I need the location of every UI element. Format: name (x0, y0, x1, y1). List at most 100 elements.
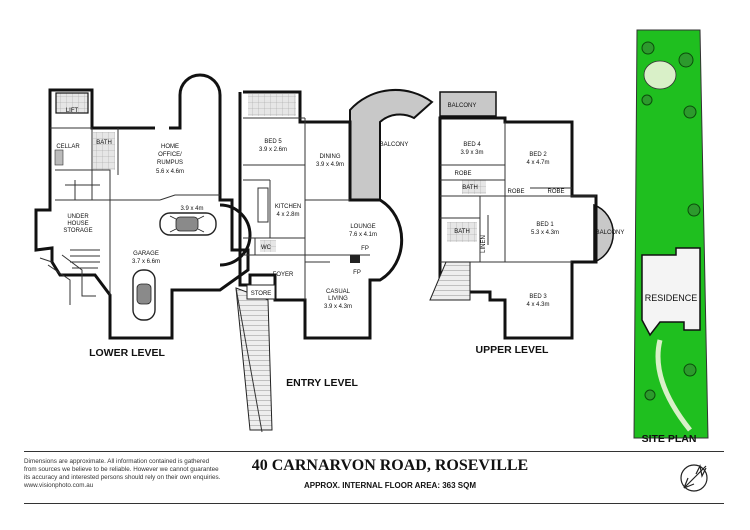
office-label-3: RUMPUS (157, 160, 183, 166)
residence-footprint (641, 247, 701, 337)
storage-label-2: HOUSE (67, 221, 88, 227)
wc-tiles (260, 240, 276, 252)
lower-level-walls (34, 73, 250, 340)
website-link[interactable]: www.visionphoto.com.au (24, 482, 94, 489)
foyer-label: FOYER (273, 272, 294, 278)
bed2-dim: 4 x 4.7m (526, 160, 549, 166)
dining-label: DINING (320, 154, 341, 160)
disclaimer-line-2: from sources we believe to be reliable. … (24, 466, 219, 473)
lower-bath-label: BATH (96, 140, 112, 146)
site-plan: RESIDENCE SITE PLAN (633, 29, 709, 445)
lounge-dim: 7.6 x 4.1m (349, 232, 377, 238)
office-label-2: OFFICE/ (158, 152, 182, 158)
casual-label-1: CASUAL (326, 289, 351, 295)
upper-bath-tiles-2 (447, 222, 477, 242)
casual-label-2: LIVING (328, 296, 348, 302)
tree-icon-2 (678, 52, 694, 68)
bed3-label: BED 3 (529, 294, 547, 300)
car-top-icon (159, 212, 217, 236)
tree-icon-7 (644, 389, 656, 401)
tree-icon-1 (641, 41, 655, 55)
lounge-label: LOUNGE (350, 224, 375, 230)
casual-dim: 3.9 x 4.3m (324, 304, 352, 310)
lift-label: LIFT (66, 108, 79, 114)
lift-shaft (55, 92, 89, 114)
bed3-dim: 4 x 4.3m (526, 302, 549, 308)
tree-icon-4 (641, 94, 653, 106)
property-address: 40 CARNARVON ROAD, ROSEVILLE (251, 457, 529, 474)
north-compass-icon (680, 464, 708, 492)
garage-dim-upper: 3.9 x 4m (180, 206, 203, 212)
kitchen-label: KITCHEN (275, 204, 301, 210)
robe-label-2: ROBE (507, 189, 524, 195)
store-room (246, 284, 276, 300)
entry-inner-walls (243, 117, 370, 301)
bed1-dim: 5.3 x 4.3m (531, 230, 559, 236)
garage-curve-wall (219, 203, 252, 267)
upper-balcony-top-label: BALCONY (448, 103, 477, 109)
upper-stairs (429, 261, 471, 301)
robe-label-3: ROBE (547, 189, 564, 195)
footer-bottom-rule (24, 503, 724, 504)
office-dim: 5.6 x 4.6m (156, 169, 184, 175)
wc-label: WC (261, 245, 272, 251)
site-pathway (655, 339, 692, 432)
upper-bath-label-1: BATH (462, 185, 478, 191)
lower-level-title: LOWER LEVEL (89, 347, 165, 359)
bed2-label: BED 2 (529, 152, 547, 158)
site-lawn (633, 29, 709, 439)
tree-icon-3 (683, 105, 697, 119)
office-label-1: HOME (161, 144, 179, 150)
entry-level-title: ENTRY LEVEL (286, 377, 358, 389)
upper-bath-label-2: BATH (454, 229, 470, 235)
bed5-dim: 3.9 x 2.6m (259, 147, 287, 153)
upper-level-plan: BALCONY BED 4 3.9 x 3m BED 2 4 x 4.7m RO… (429, 91, 625, 356)
disclaimer-line-1: Dimensions are approximate. All informat… (24, 458, 210, 465)
entry-stairs (235, 287, 273, 431)
robe-label-1: ROBE (454, 171, 471, 177)
upper-balcony-side-label: BALCONY (596, 230, 625, 236)
entry-level-plan: BED 5 3.9 x 2.6m KITCHEN 4 x 2.8m WC DIN… (235, 89, 434, 433)
entry-level-walls (238, 90, 404, 340)
footer-top-rule (24, 451, 724, 452)
bed1-label: BED 1 (536, 222, 554, 228)
upper-bath-tiles-1 (462, 180, 486, 194)
fireplace (350, 255, 360, 263)
site-plan-title: SITE PLAN (642, 433, 697, 445)
cellar-label: CELLAR (56, 144, 80, 150)
entry-balcony (349, 89, 434, 201)
fp-label-2: FP (353, 270, 361, 276)
bed4-dim: 3.9 x 3m (460, 150, 483, 156)
office-door-gap (155, 126, 169, 130)
entry-balcony-label: BALCONY (380, 142, 409, 148)
disclaimer: Dimensions are approximate. All informat… (24, 458, 242, 490)
lower-inner-walls (39, 127, 220, 305)
lower-stair-lines (70, 249, 100, 269)
kitchen-island (257, 187, 269, 223)
site-garden-bed (643, 60, 677, 90)
bed5-label: BED 5 (264, 139, 282, 145)
entry-stairs-rail (235, 287, 263, 433)
storage-label-3: STORAGE (63, 228, 92, 234)
bed4-label: BED 4 (463, 142, 481, 148)
upper-balcony-top (439, 91, 497, 117)
residence-label: RESIDENCE (645, 293, 698, 303)
garage-label: GARAGE (133, 251, 159, 257)
car-lower-icon (132, 269, 156, 321)
upper-level-title: UPPER LEVEL (476, 344, 550, 356)
disclaimer-line-3: its accuracy and interested persons shou… (24, 474, 221, 481)
cellar-wine-rack (54, 149, 64, 166)
entry-bath-tiles (248, 94, 296, 116)
upper-inner-walls (440, 122, 596, 263)
tree-icon-5 (687, 203, 701, 217)
upper-balcony-side (593, 203, 614, 264)
lower-bath-tiles (93, 132, 115, 170)
store-label: STORE (251, 291, 272, 297)
lower-level-plan: LIFT BATH CELLAR HOME OFFICE/ RUMPUS 5.6… (34, 73, 252, 359)
tree-icon-6 (683, 363, 697, 377)
kitchen-dim: 4 x 2.8m (276, 212, 299, 218)
fp-label-1: FP (361, 246, 369, 252)
garage-dim: 3.7 x 6.6m (132, 259, 160, 265)
